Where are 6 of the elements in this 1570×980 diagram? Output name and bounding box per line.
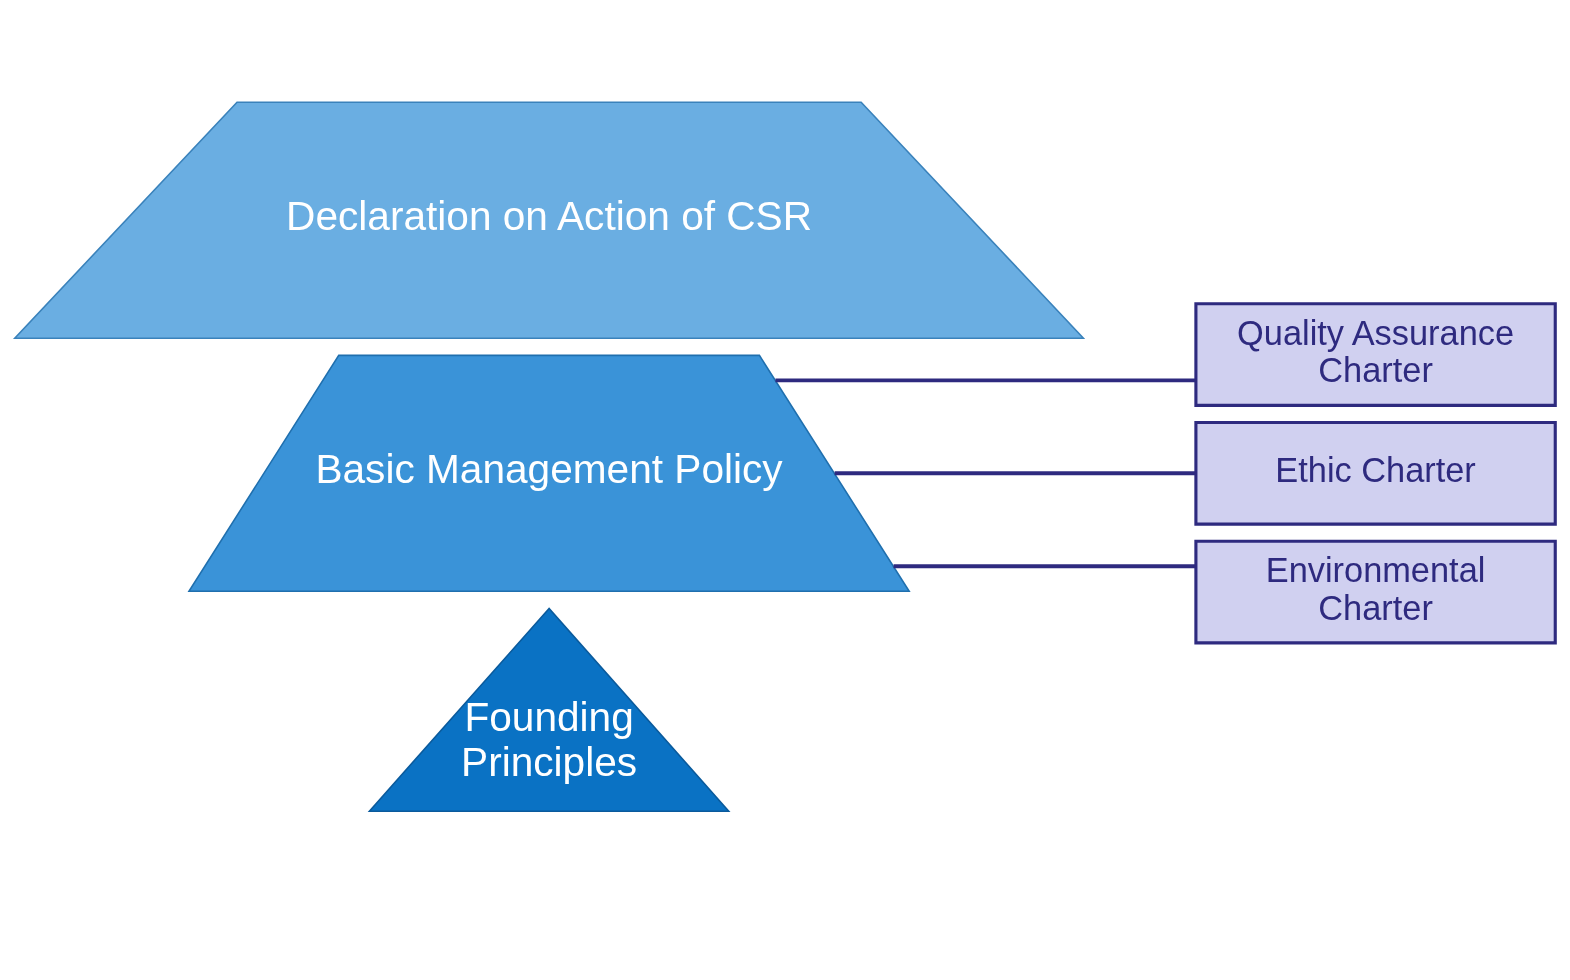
connector	[775, 377, 1196, 382]
node-box: Ethic Charter	[1194, 420, 1557, 526]
connector	[834, 470, 1196, 475]
node-box: Environmental Charter	[1194, 539, 1557, 644]
connector	[893, 563, 1196, 568]
node-box: Quality Assurance Charter	[1194, 301, 1557, 407]
